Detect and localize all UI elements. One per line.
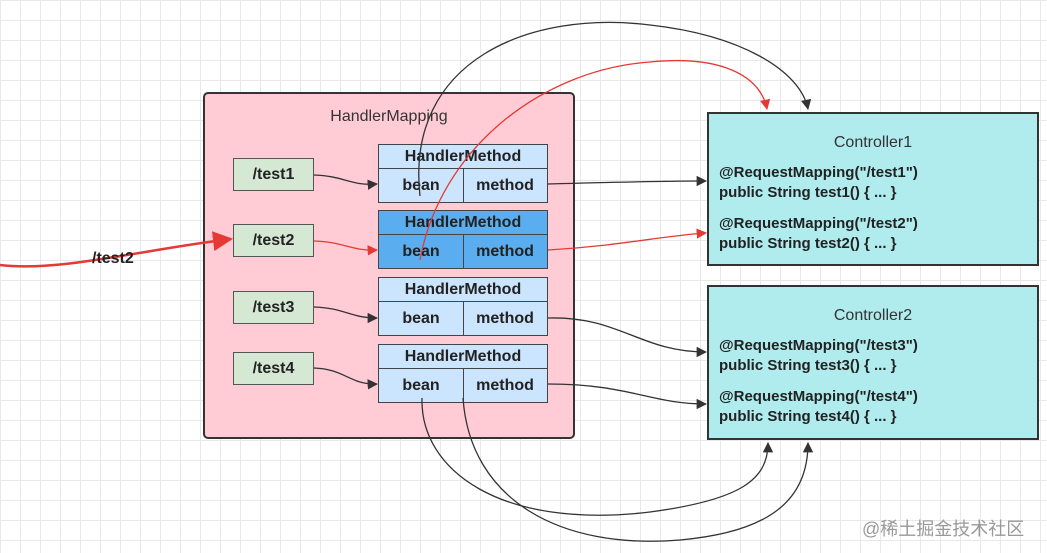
incoming-request-arrow: [0, 231, 233, 268]
controller2-signature-test3: public String test3() { ... }: [719, 357, 897, 374]
method1-to-test1-arrow: [547, 175, 708, 187]
handler-method-bean: bean: [379, 368, 464, 403]
handler-method-bean: bean: [379, 301, 464, 336]
url-box-test2: /test2: [233, 224, 314, 257]
url3-to-handler-arrow: [313, 306, 379, 324]
method3-to-test3-arrow: [547, 317, 708, 358]
bean3-to-controller2-arrow: [421, 397, 774, 516]
bean2-to-controller1-arrow: [419, 59, 771, 261]
handler-method-bean: bean: [379, 234, 464, 269]
controller2-annotation-test3: @RequestMapping("/test3"): [719, 337, 918, 354]
controller2-annotation-test4: @RequestMapping("/test4"): [719, 388, 918, 405]
url2-to-handler-arrow: [313, 240, 379, 256]
bean1-to-controller1-arrow: [418, 21, 812, 197]
controller1-annotation-test1: @RequestMapping("/test1"): [719, 164, 918, 181]
handler-method-bean: bean: [379, 168, 464, 203]
url-box-test4: /test4: [233, 352, 314, 385]
url-box-test1: /test1: [233, 158, 314, 191]
controller1-box: Controller1 @RequestMapping("/test1") pu…: [707, 112, 1039, 266]
controller1-signature-test2: public String test2() { ... }: [719, 235, 897, 252]
handler-method-3: HandlerMethod bean method: [378, 277, 548, 336]
controller2-box: Controller2 @RequestMapping("/test3") pu…: [707, 285, 1039, 440]
handler-method-2-active: HandlerMethod bean method: [378, 210, 548, 269]
handler-method-4: HandlerMethod bean method: [378, 344, 548, 403]
controller2-signature-test4: public String test4() { ... }: [719, 408, 897, 425]
watermark: @稀土掘金技术社区: [862, 519, 1025, 539]
handler-method-method: method: [476, 377, 534, 394]
controller1-signature-test1: public String test1() { ... }: [719, 184, 897, 201]
url4-to-handler-arrow: [313, 367, 379, 390]
url-box-test3: /test3: [233, 291, 314, 324]
handler-method-method: method: [476, 243, 534, 260]
handler-method-method: method: [476, 310, 534, 327]
incoming-request-label: /test2: [92, 250, 134, 267]
handler-mapping-title: HandlerMapping: [330, 108, 448, 125]
method2-to-test2-arrow: [547, 228, 708, 251]
controller2-title: Controller2: [833, 307, 913, 324]
url1-to-handler-arrow: [313, 174, 379, 190]
handler-method-1: HandlerMethod bean method: [378, 144, 548, 203]
bean4-to-controller2-arrow: [462, 397, 814, 542]
controller1-title: Controller1: [833, 134, 913, 151]
controller1-annotation-test2: @RequestMapping("/test2"): [719, 215, 918, 232]
method4-to-test4-arrow: [547, 383, 708, 410]
handler-method-method: method: [476, 177, 534, 194]
